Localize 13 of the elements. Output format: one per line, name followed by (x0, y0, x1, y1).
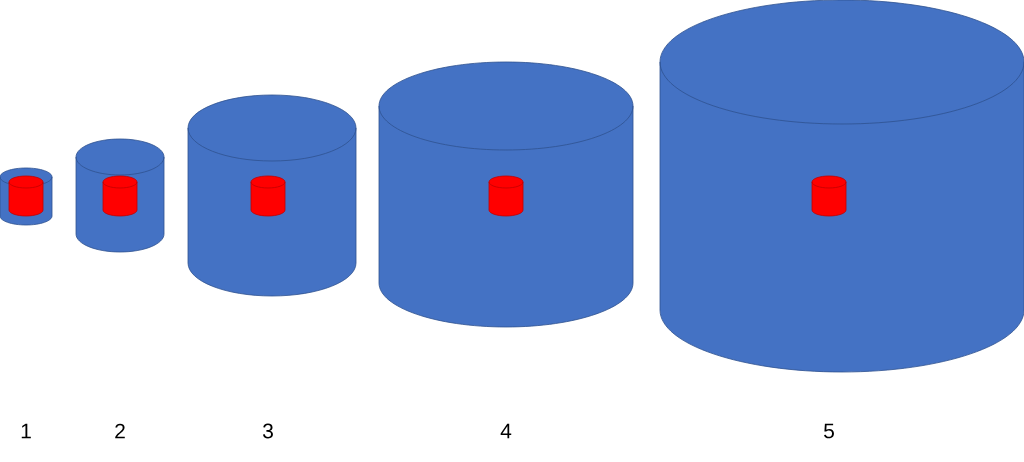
number-label: 3 (262, 423, 273, 439)
cylinder (659, 0, 1024, 373)
cylinder (488, 175, 524, 217)
cylinder (8, 175, 44, 217)
cylinder (250, 175, 286, 217)
cylinder (378, 61, 634, 328)
number-label: 5 (824, 423, 834, 439)
cylinder (187, 94, 357, 297)
number-label: 1 (21, 423, 31, 439)
cylinder (811, 175, 847, 217)
number-label: 4 (500, 423, 512, 439)
number-label: 2 (115, 423, 125, 439)
cylinder (102, 175, 138, 217)
